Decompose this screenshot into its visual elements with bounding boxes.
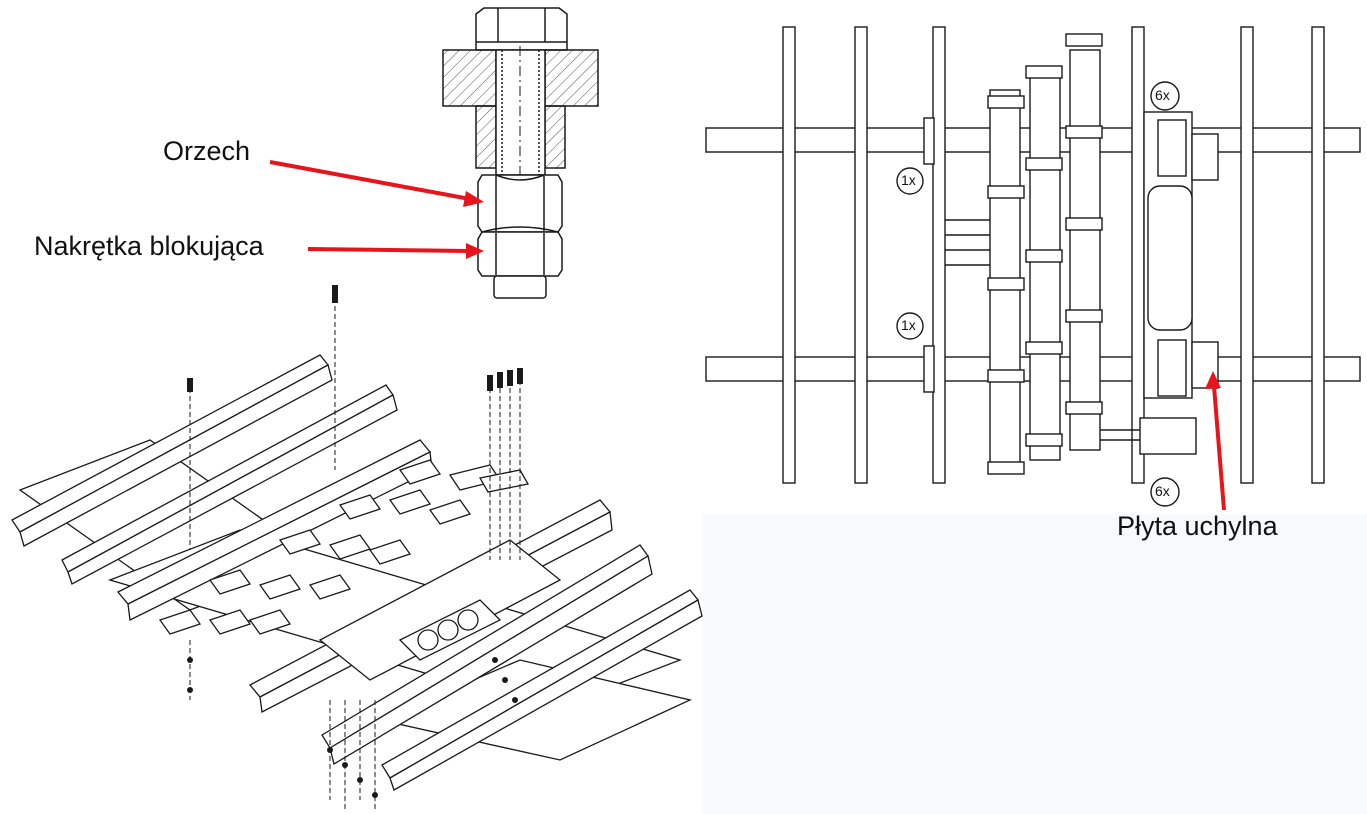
count-1x-bottom: 1x <box>901 317 916 333</box>
arrow-nut <box>269 160 484 207</box>
clamped-plates <box>442 49 599 169</box>
front-rail-1 <box>321 544 703 791</box>
perforated-plates <box>987 33 1103 475</box>
arrow-tilt-plate <box>1205 371 1226 511</box>
blank-area <box>703 514 1367 814</box>
fastener-lines <box>189 290 521 810</box>
fasteners <box>187 285 523 798</box>
count-1x-top: 1x <box>901 172 916 188</box>
upper-rail-1 <box>11 354 398 585</box>
count-circle-6x-top <box>1150 81 1180 111</box>
arrow-lock-nut <box>307 243 484 259</box>
nut-body <box>477 174 563 299</box>
perforated-pads <box>158 459 530 635</box>
label-lock-nut: Nakrętka blokująca <box>34 231 264 261</box>
count-circle-1x-top <box>896 167 924 195</box>
count-circle-6x-bottom <box>1150 477 1180 507</box>
count-6x-top: 6x <box>1155 87 1170 103</box>
label-tilt-plate: Płyta uchylna <box>1117 511 1278 541</box>
label-nut: Orzech <box>163 136 251 166</box>
count-circle-1x-bottom <box>896 312 924 340</box>
tilt-plate-assembly <box>318 539 562 681</box>
count-6x-bottom: 6x <box>1155 483 1170 499</box>
bolt-shank <box>495 46 546 300</box>
